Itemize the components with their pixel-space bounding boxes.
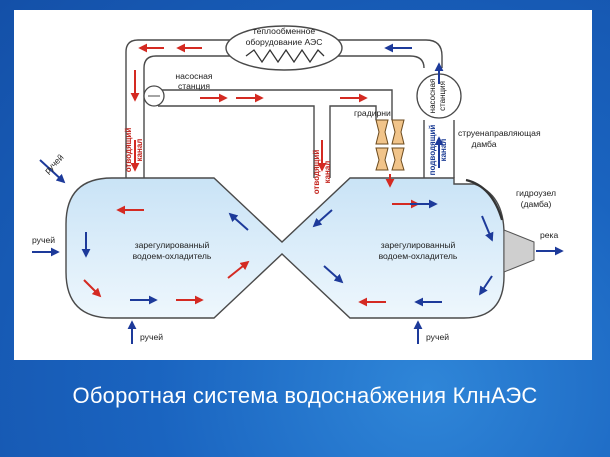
heat-exchange-coil	[245, 48, 325, 64]
label-pump-station-left-2: станция	[178, 81, 210, 91]
label-hydro-node-1: гидроузел	[516, 188, 556, 198]
cooling-towers-icon	[375, 119, 405, 171]
label-pump-station-left-1: насосная	[175, 71, 213, 81]
label-stream-bottom-right: ручей	[426, 332, 449, 342]
label-reservoir-left-2: водоем-охладитель	[133, 251, 212, 261]
discharge-pipe	[158, 89, 393, 178]
label-river: река	[540, 230, 559, 240]
label-discharge-canal-left-2: канал	[135, 139, 144, 162]
label-supply-canal-2: канал	[439, 139, 448, 162]
label-reservoir-right-1: зарегулированный	[381, 240, 456, 250]
label-stream-bottom-left: ручей	[140, 332, 163, 342]
label-reservoir-left-1: зарегулированный	[135, 240, 210, 250]
jet-dam	[465, 178, 504, 221]
label-heat-exchange-2: оборудование АЭС	[246, 37, 323, 47]
hydro-node-dam	[503, 229, 535, 273]
label-heat-exchange-1: теплообменное	[253, 26, 316, 36]
label-discharge-canal-left-1: отводящий	[124, 128, 133, 173]
label-stream-left: ручей	[32, 235, 55, 245]
diagram-panel: теплообменное оборудование АЭС насосная …	[14, 10, 592, 360]
label-pump-station-right-2: станция	[438, 81, 447, 111]
cooling-system-diagram: теплообменное оборудование АЭС насосная …	[32, 25, 564, 344]
label-discharge-canal-mid-1: отводящий	[312, 150, 321, 195]
top-pipe-inner	[143, 55, 425, 178]
label-cooling-towers: градирни	[354, 108, 391, 118]
label-supply-canal-1: подводящий	[428, 125, 437, 176]
label-jet-dam-2: дамба	[471, 139, 496, 149]
heat-exchange-oval	[225, 25, 343, 71]
label-pump-station-right-1: насосная	[428, 79, 437, 114]
label-jet-dam-1: струенаправляющая	[458, 128, 541, 138]
label-hydro-node-2: (дамба)	[521, 199, 552, 209]
label-discharge-canal-mid-2: канал	[323, 161, 332, 184]
slide-title: Оборотная система водоснабжения КлнАЭС	[72, 383, 538, 408]
supply-canal	[423, 120, 455, 178]
label-reservoir-right-2: водоем-охладитель	[379, 251, 458, 261]
